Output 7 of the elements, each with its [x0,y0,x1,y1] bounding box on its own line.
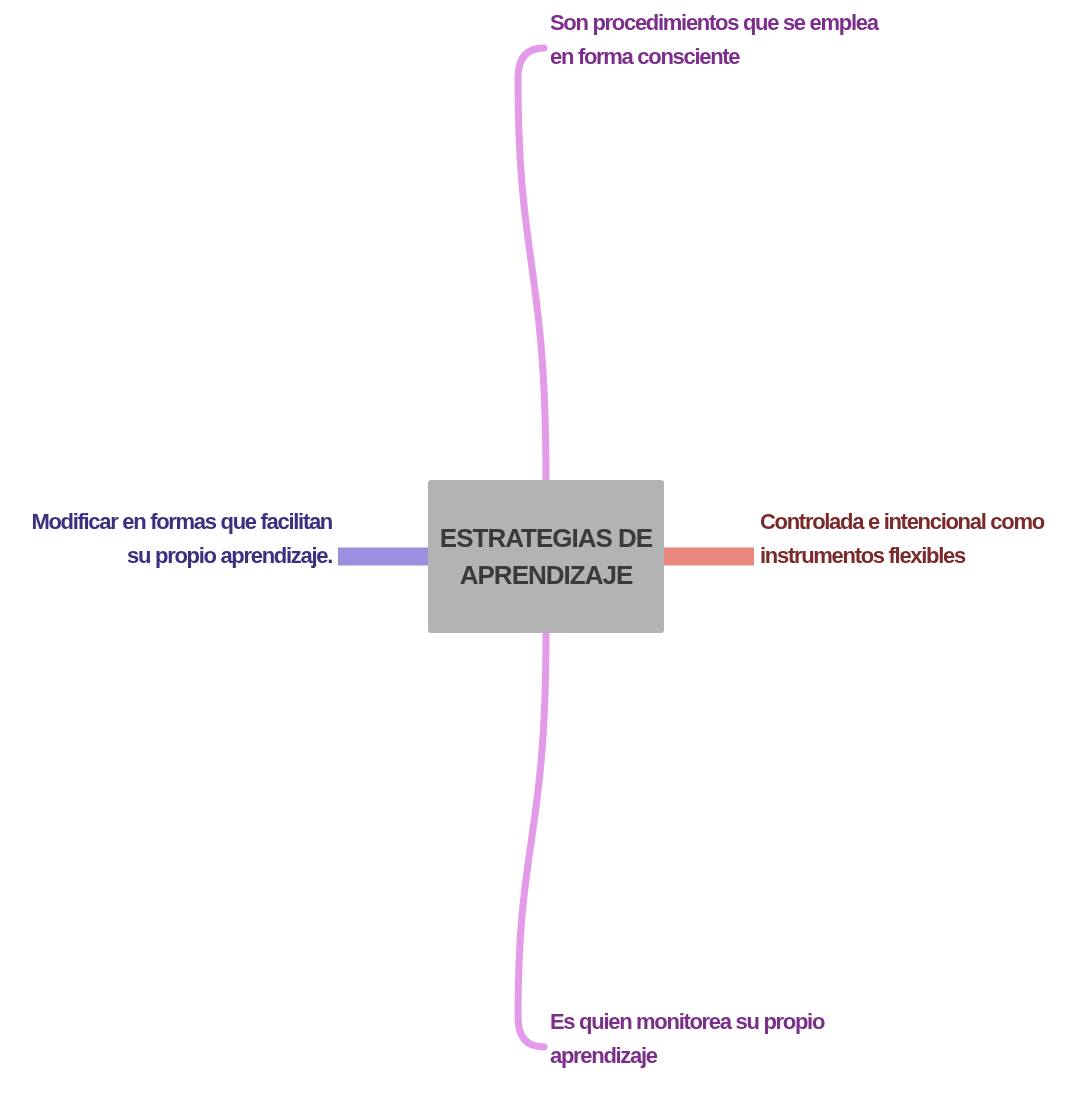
branch-text: Es quien monitorea su propio aprendizaje [550,1005,880,1074]
branch-text: Son procedimientos que se emplea en forma consciente [550,6,880,75]
connector-line [664,547,754,566]
branch-text: Modificar en formas que facilitan su propio aprendizaje. [6,505,332,574]
topic-box: ESTRATEGIAS DE APRENDIZAJE [428,480,664,633]
branch-text: Controlada e intencional como instrumentos flexibles [760,505,1078,574]
connector-line [338,547,428,566]
